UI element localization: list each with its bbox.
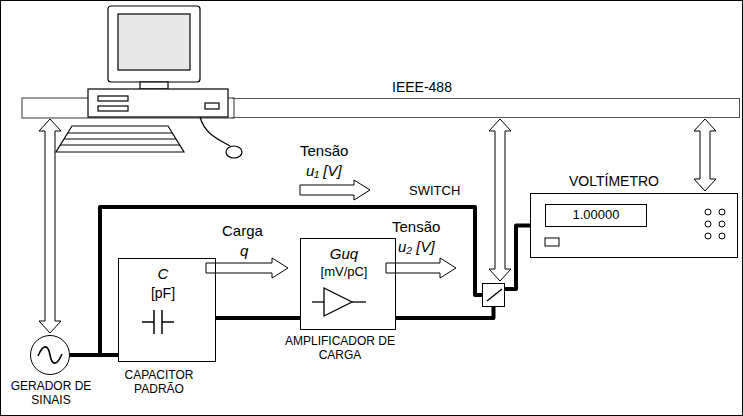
node-label: SWITCH <box>409 184 460 199</box>
capacitor-symbol <box>142 310 174 334</box>
bus-bar: IEEE-488 <box>232 98 740 118</box>
connector <box>39 119 61 333</box>
signal-label: u₁ [V] <box>306 162 342 179</box>
node-label: GERADOR DE SINAIS <box>1 380 101 408</box>
signal-generator: GERADOR DE SINAIS <box>30 335 70 375</box>
standard-capacitor: C[pF]CAPACITOR PADRÃO <box>118 258 216 362</box>
signal-label: q <box>240 242 248 259</box>
signal-label: u₂ [V] <box>398 238 435 255</box>
node-label: [mV/pC] <box>301 265 387 280</box>
node-label: IEEE-488 <box>392 79 452 95</box>
connector <box>505 226 530 290</box>
node-label: [pF] <box>119 285 207 301</box>
amplifier-symbol <box>312 288 366 316</box>
voltmeter: 1.00000VOLTÍMETRO <box>530 193 738 258</box>
knobs <box>705 209 725 239</box>
signal-arrow <box>386 258 456 278</box>
signal-label: Tensão <box>300 142 348 159</box>
signal-label: Tensão <box>392 218 440 235</box>
button <box>545 238 559 246</box>
node-label: 1.00000 <box>545 204 647 227</box>
node-label: AMPLIFICADOR DE CARGA <box>279 335 401 363</box>
signal-arrow <box>206 258 288 278</box>
connector <box>396 307 494 318</box>
node-label: C <box>119 265 207 282</box>
sine-symbol <box>38 347 62 363</box>
node-label: Guq <box>301 245 387 262</box>
connector <box>489 119 511 281</box>
node-label: CAPACITOR PADRÃO <box>101 369 217 397</box>
charge-amplifier: Guq[mV/pC]AMPLIFICADOR DE CARGA <box>300 238 396 330</box>
connector <box>70 207 482 355</box>
signal-label: Carga <box>222 222 263 239</box>
switch-lever <box>487 289 502 301</box>
signal-arrow <box>300 180 370 200</box>
connector <box>216 316 300 320</box>
connector <box>694 119 716 191</box>
computer-icon <box>56 6 242 158</box>
switch: SWITCH <box>482 283 505 307</box>
node-label: VOLTÍMETRO <box>569 173 659 189</box>
